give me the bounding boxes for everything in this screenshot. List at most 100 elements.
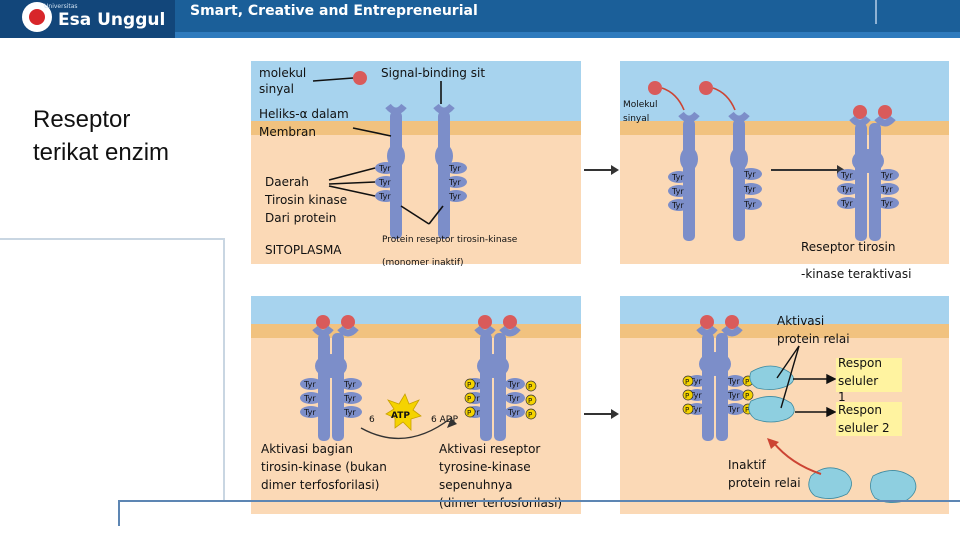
footer-frame (118, 500, 960, 526)
inactive-arrow-head (767, 438, 779, 449)
receptor-dimer-with-relay: Tyr Tyr Tyr Tyr Tyr Tyr P P P P P P (682, 315, 754, 441)
label-aktivasi-reseptor: Aktivasi reseptor tyrosine-kinase sepenu… (439, 442, 562, 510)
label-respon-1: Respon seluler 1 (838, 356, 886, 404)
svg-text:P: P (467, 381, 471, 389)
inactive-to-active-arrow (772, 441, 822, 475)
label-protein-reseptor: Protein reseptor tirosin-kinase (382, 235, 518, 245)
logo-text: Esa Unggul (58, 10, 166, 30)
decorative-line (0, 238, 225, 240)
label-adp: 6 ADP (431, 415, 459, 425)
svg-text:Tyr: Tyr (343, 394, 356, 403)
svg-text:P: P (745, 392, 749, 400)
svg-text:P: P (467, 409, 471, 417)
svg-text:P: P (685, 378, 689, 386)
label-molekul-sinyal: molekul sinyal (259, 66, 310, 96)
receptor-tyrosine-kinase-diagram: Tyr Tyr Tyr Tyr Tyr Tyr molekul sinyal S… (251, 61, 949, 514)
svg-text:P: P (528, 383, 532, 391)
label-molekul-sinyal-2: Molekul sinyal (623, 100, 660, 124)
svg-text:Tyr: Tyr (448, 192, 461, 201)
svg-text:P: P (528, 411, 532, 419)
receptor-monomer-left: Tyr Tyr Tyr (668, 111, 700, 241)
label-heliks: Heliks-α dalam Membran (259, 107, 353, 139)
svg-text:Tyr: Tyr (727, 377, 740, 386)
panel-1 (251, 61, 581, 264)
svg-text:ATP: ATP (391, 411, 410, 421)
svg-text:Tyr: Tyr (507, 408, 520, 417)
svg-text:Tyr: Tyr (507, 394, 520, 403)
svg-text:Tyr: Tyr (671, 173, 684, 182)
svg-text:Tyr: Tyr (378, 178, 391, 187)
relay-pointer-lines (776, 345, 800, 409)
receptor-monomer-left: Tyr Tyr Tyr (375, 103, 407, 239)
label-daerah: Daerah Tirosin kinase Dari protein (264, 175, 351, 225)
svg-text:Tyr: Tyr (343, 380, 356, 389)
receptor-dimer: Tyr Tyr Tyr Tyr Tyr Tyr (300, 315, 362, 441)
svg-text:Tyr: Tyr (689, 391, 702, 400)
svg-text:P: P (528, 397, 532, 405)
label-atp-count: 6 (369, 415, 375, 425)
panel-1-pointer-lines (312, 77, 444, 225)
svg-text:Tyr: Tyr (448, 164, 461, 173)
signal-molecule-icon (353, 71, 367, 85)
label-reseptor-teraktivasi: Reseptor tirosin -kinase teraktivasi (801, 240, 911, 281)
response-box-1 (836, 358, 902, 392)
receptor-dimer: Tyr Tyr Tyr Tyr Tyr Tyr (837, 105, 899, 241)
svg-text:Tyr: Tyr (840, 185, 853, 194)
svg-text:Tyr: Tyr (303, 394, 316, 403)
header-tagline: Smart, Creative and Entrepreneurial (190, 3, 478, 19)
svg-text:Tyr: Tyr (303, 408, 316, 417)
binding-arrow (661, 87, 685, 111)
svg-text:Tyr: Tyr (840, 199, 853, 208)
svg-text:Tyr: Tyr (880, 171, 893, 180)
header-accent-stripe (175, 32, 960, 38)
svg-text:Tyr: Tyr (727, 405, 740, 414)
label-inaktif-relai: Inaktif protein relai (728, 458, 801, 490)
svg-text:Tyr: Tyr (448, 178, 461, 187)
header-bar: Esa Unggul Universitas Smart, Creative a… (0, 0, 960, 38)
logo-emblem-icon (22, 2, 52, 32)
svg-text:Tyr: Tyr (303, 380, 316, 389)
label-signal-binding: Signal-binding sit (381, 66, 485, 80)
label-respon-2: Respon seluler 2 (838, 403, 890, 435)
step-arrow (584, 165, 619, 175)
label-sitoplasma: SITOPLASMA (265, 243, 342, 257)
response-box-2 (836, 402, 902, 436)
svg-text:Tyr: Tyr (689, 405, 702, 414)
decorative-line (875, 0, 877, 24)
svg-text:P: P (467, 395, 471, 403)
svg-text:P: P (685, 406, 689, 414)
label-aktivasi-bagian: Aktivasi bagian tirosin-kinase (bukan di… (261, 442, 391, 492)
reaction-arrow (360, 417, 452, 440)
svg-text:Tyr: Tyr (378, 164, 391, 173)
svg-text:Tyr: Tyr (743, 170, 756, 179)
atp-burst-icon: ATP (385, 393, 422, 431)
svg-text:Tyr: Tyr (671, 201, 684, 210)
signal-molecule-icon (648, 81, 662, 95)
svg-text:Tyr: Tyr (840, 171, 853, 180)
relay-protein-inactive-icon (808, 467, 917, 503)
label-monomer-inaktif: (monomer inaktif) (382, 258, 464, 268)
svg-text:Tyr: Tyr (727, 391, 740, 400)
svg-text:Tyr: Tyr (507, 380, 520, 389)
svg-text:P: P (745, 378, 749, 386)
reaction-arrow-head (447, 418, 457, 428)
svg-text:Tyr: Tyr (743, 185, 756, 194)
svg-text:Tyr: Tyr (378, 192, 391, 201)
svg-text:Tyr: Tyr (743, 200, 756, 209)
receptor-monomer-right: Tyr Tyr Tyr (433, 103, 467, 239)
step-arrow (584, 409, 619, 419)
slide-title-line-1: Reseptor (33, 106, 131, 133)
svg-text:Tyr: Tyr (880, 199, 893, 208)
decorative-line (223, 238, 225, 500)
binding-arrow (712, 87, 736, 111)
svg-text:Tyr: Tyr (689, 377, 702, 386)
slide-title-line-2: terikat enzim (33, 139, 170, 166)
svg-text:Tyr: Tyr (671, 187, 684, 196)
slide-title: Reseptor terikat enzim (33, 103, 169, 169)
signal-molecule-icon (699, 81, 713, 95)
receptor-monomer-right: Tyr Tyr Tyr (728, 111, 762, 241)
svg-text:P: P (745, 406, 749, 414)
svg-text:Tyr: Tyr (343, 408, 356, 417)
svg-text:P: P (685, 392, 689, 400)
svg-text:Tyr: Tyr (880, 185, 893, 194)
